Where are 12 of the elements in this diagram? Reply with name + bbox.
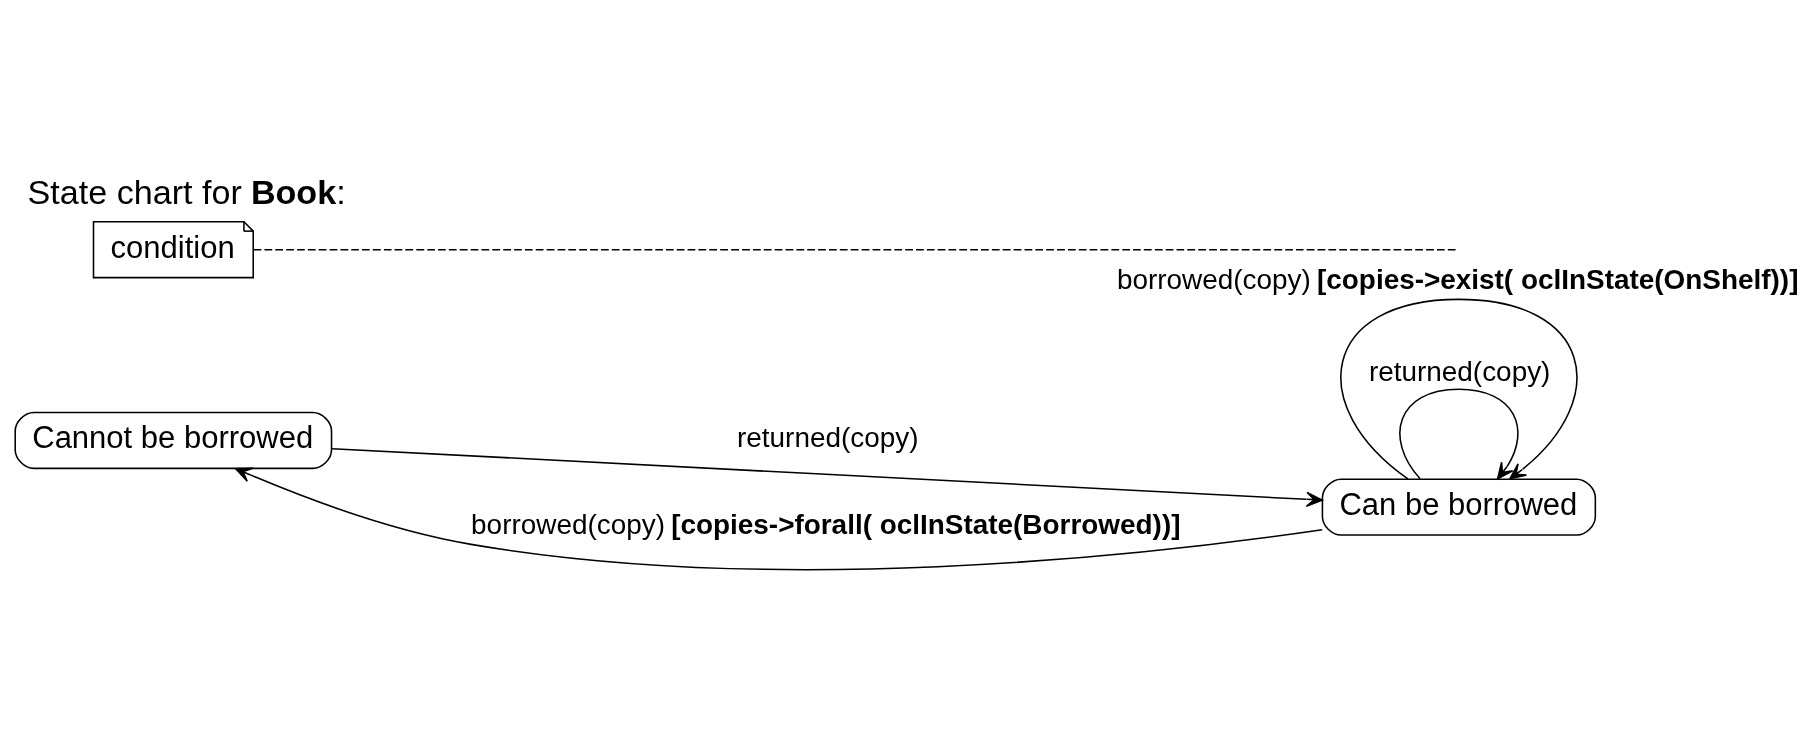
edge-label: returned(copy): [737, 422, 919, 454]
diagram-title: State chart for Book:: [27, 173, 346, 212]
arrow: [331, 447, 1323, 508]
node-box: Can be borrowed: [1321, 478, 1597, 536]
arrow: [1340, 298, 1578, 480]
arrow: [234, 467, 1323, 571]
arrow: [1399, 388, 1519, 480]
edge-label: returned(copy): [1368, 355, 1551, 387]
edge-label: borrowed(copy) [copies->forall( oclInState(Borrowed))]: [471, 509, 1181, 541]
edge-label: borrowed(copy) [copies->exist( oclInState(OnShelf))]: [1116, 264, 1799, 296]
node-box: Cannot be borrowed: [14, 411, 333, 470]
connector: [252, 248, 1458, 251]
